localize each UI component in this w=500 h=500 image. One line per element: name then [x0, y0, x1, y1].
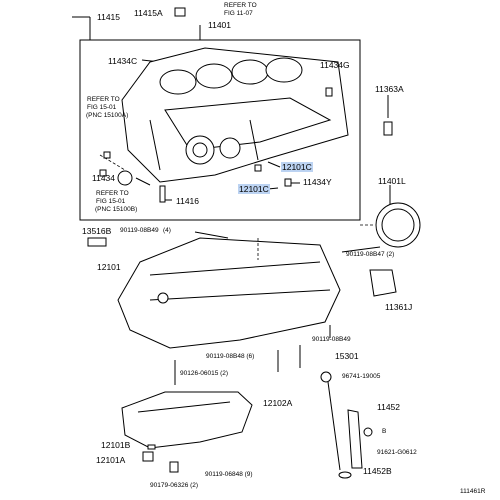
- part-label-90119-06848: 90119-06848 (9): [205, 471, 253, 478]
- part-label-12101b: 12101B: [101, 440, 131, 450]
- part-label-11415a: 11415A: [134, 8, 163, 18]
- part-label-11401l: 11401L: [378, 176, 406, 186]
- refer-label-bottom-3: (PNC 15100B): [95, 206, 138, 213]
- part-label-11361j: 11361J: [385, 302, 413, 312]
- part-label-11452b: 11452B: [363, 466, 392, 476]
- refer-label-left-3: (PNC 15100A): [86, 112, 129, 119]
- part-label-12101c-lower: 12101C: [238, 184, 270, 194]
- refer-label-bottom-1: REFER TO: [96, 190, 129, 197]
- part-label-11434: 11434: [92, 173, 116, 183]
- refer-label-left-1: REFER TO: [87, 96, 120, 103]
- refer-label-bottom-2: FIG 15-01: [96, 198, 126, 205]
- refer-label-left-2: FIG 15-01: [87, 104, 117, 111]
- part-label-11434g: 11434G: [320, 60, 350, 70]
- part-label-90126-06015: 90126-06015 (2): [180, 370, 229, 377]
- refer-label-top-1: REFER TO: [224, 2, 257, 9]
- part-label-91621-g0612: 91621-G0612: [377, 449, 417, 456]
- part-label-11452: 11452: [377, 402, 401, 412]
- part-label-12102a: 12102A: [263, 398, 293, 408]
- part-label-11401: 11401: [208, 20, 232, 30]
- part-label-13516b: 13516B: [82, 226, 112, 236]
- part-label-11363a: 11363A: [375, 84, 404, 94]
- part-label-15301: 15301: [335, 351, 359, 361]
- oil-seal-illustration: [375, 121, 421, 248]
- part-label-90119-08b48: 90119-08B48 (6): [206, 353, 255, 360]
- part-label-11415: 11415: [97, 12, 121, 22]
- part-label-12101: 12101: [97, 262, 121, 272]
- part-label-12101a: 12101A: [96, 455, 126, 465]
- oil-pan-lower-illustration: [121, 391, 253, 473]
- part-label-96741-19005: 96741-19005: [342, 373, 381, 380]
- part-label-11434c: 11434C: [108, 56, 138, 66]
- part-label-90179-06326: 90179-06326 (2): [150, 482, 199, 489]
- dipstick-illustration: [320, 371, 373, 479]
- qty-label-4: (4): [163, 227, 171, 234]
- part-label-11416: 11416: [176, 196, 200, 206]
- refer-label-top-2: FIG 11-07: [224, 10, 253, 17]
- oil-pan-upper-illustration: [117, 237, 341, 349]
- part-label-90119-08b49-qty4: 90119-08B49: [120, 227, 159, 234]
- callout-b-label: B: [382, 428, 387, 435]
- part-label-90119-08b47: 90119-08B47 (2): [346, 251, 395, 258]
- part-label-11434y: 11434Y: [303, 177, 332, 187]
- engine-block-illustration: [121, 47, 349, 183]
- engine-block-group-frame: [79, 39, 361, 221]
- figure-id: 111461R: [460, 488, 486, 495]
- part-label-12101c-upper: 12101C: [281, 162, 313, 172]
- part-label-90119-08b49: 90119-08B49: [312, 336, 351, 343]
